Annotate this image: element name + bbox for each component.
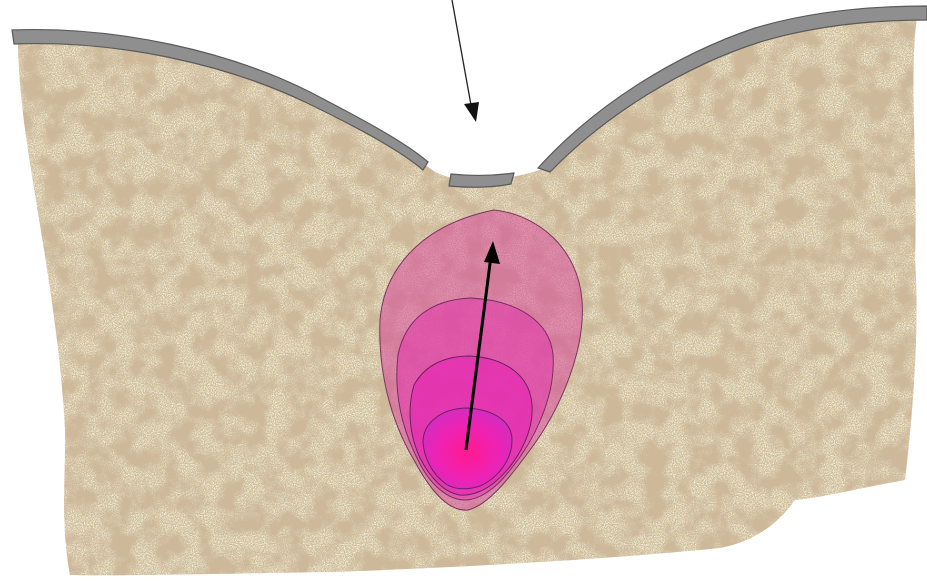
incoming-arrow (452, 0, 473, 116)
incoming-arrow-head (464, 102, 479, 122)
crust-fragment (449, 173, 514, 187)
